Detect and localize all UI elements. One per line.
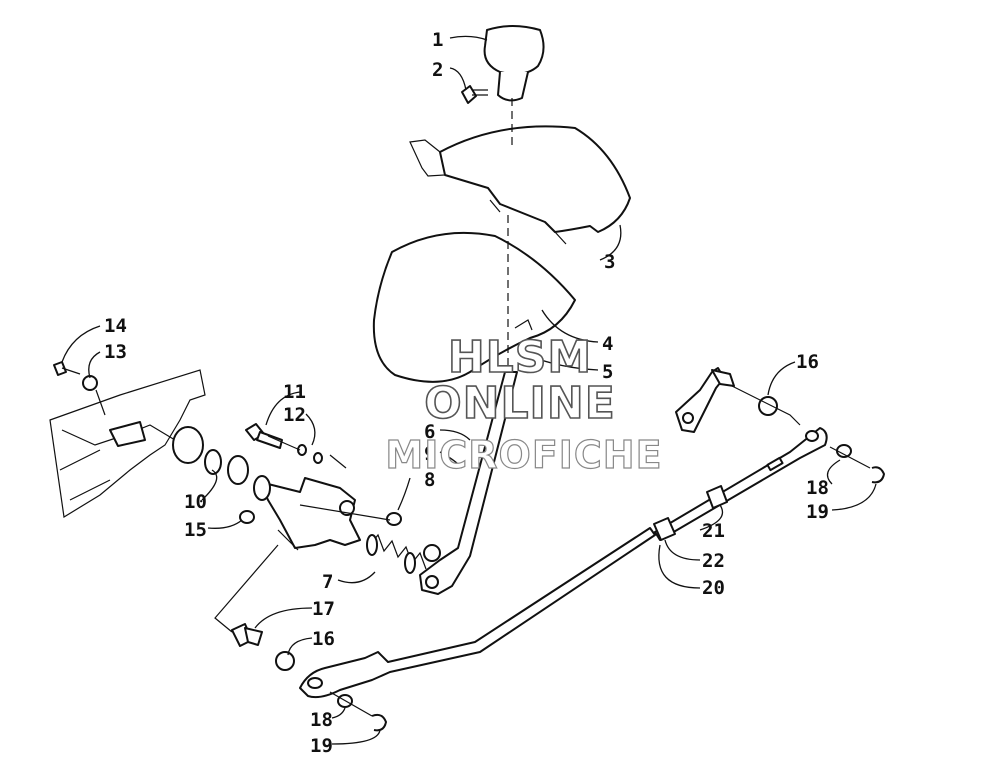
pin-17-part bbox=[231, 623, 263, 647]
spring-part bbox=[366, 533, 427, 574]
nut-part bbox=[386, 512, 402, 526]
bushing-16-upper-part bbox=[758, 396, 778, 416]
center-line bbox=[507, 98, 513, 380]
callout-3: 3 bbox=[604, 251, 615, 273]
callout-7: 7 bbox=[322, 571, 333, 593]
callout-14: 14 bbox=[104, 315, 127, 337]
washer-15-part bbox=[239, 510, 255, 524]
callout-19-upper: 19 bbox=[806, 501, 829, 523]
callout-11: 11 bbox=[283, 381, 306, 403]
screw-part bbox=[461, 85, 488, 104]
callout-19-lower: 19 bbox=[310, 735, 333, 757]
callout-22: 22 bbox=[702, 550, 725, 572]
callout-8: 8 bbox=[424, 469, 435, 491]
callout-5: 5 bbox=[602, 361, 613, 383]
callout-16-upper: 16 bbox=[796, 351, 819, 373]
lower-cover-part bbox=[372, 231, 576, 383]
washer-13-part bbox=[82, 375, 98, 391]
pivot-shaft-part bbox=[253, 475, 361, 551]
watermark-line-3: MICROFICHE bbox=[385, 433, 662, 477]
washer-part bbox=[297, 444, 323, 464]
callout-4: 4 bbox=[602, 333, 613, 355]
callout-1: 1 bbox=[432, 29, 443, 51]
frame-bracket-part bbox=[49, 369, 206, 518]
shift-rod-part bbox=[299, 427, 828, 699]
bushing-16-lower-part bbox=[275, 651, 295, 671]
callout-17: 17 bbox=[312, 598, 335, 620]
bolt-14-part bbox=[53, 361, 81, 376]
callout-13: 13 bbox=[104, 341, 127, 363]
callout-18-upper: 18 bbox=[806, 477, 829, 499]
callout-18-lower: 18 bbox=[310, 709, 333, 731]
leader-lines bbox=[61, 35, 877, 745]
callout-9: 9 bbox=[424, 443, 435, 465]
shift-knob-part bbox=[483, 25, 545, 102]
washer-18-upper-part bbox=[836, 444, 852, 458]
watermark-line-1: HLSM bbox=[448, 332, 592, 383]
callout-20: 20 bbox=[702, 577, 725, 599]
upper-cover-part bbox=[409, 125, 631, 245]
clip-19-upper-part bbox=[871, 466, 885, 484]
callout-21: 21 bbox=[702, 520, 725, 542]
callouts: 1 2 3 4 5 6 9 8 7 10 11 12 13 14 15 16 1… bbox=[104, 29, 829, 757]
bolt-part bbox=[245, 423, 283, 449]
clip-19-lower-part bbox=[371, 713, 387, 732]
callout-2: 2 bbox=[432, 59, 443, 81]
callout-6: 6 bbox=[424, 421, 435, 443]
o-ring-part bbox=[204, 449, 249, 485]
callout-12: 12 bbox=[283, 404, 306, 426]
watermark-line-2: ONLINE bbox=[424, 378, 616, 429]
callout-10: 10 bbox=[184, 491, 207, 513]
watermark: HLSM ONLINE MICROFICHE bbox=[385, 331, 662, 477]
shift-lever-part bbox=[419, 371, 518, 595]
shift-arm-part bbox=[675, 367, 735, 433]
callout-15: 15 bbox=[184, 519, 207, 541]
assembly-lines bbox=[95, 384, 871, 717]
rod-boot-part bbox=[653, 485, 728, 541]
callout-16-lower: 16 bbox=[312, 628, 335, 650]
